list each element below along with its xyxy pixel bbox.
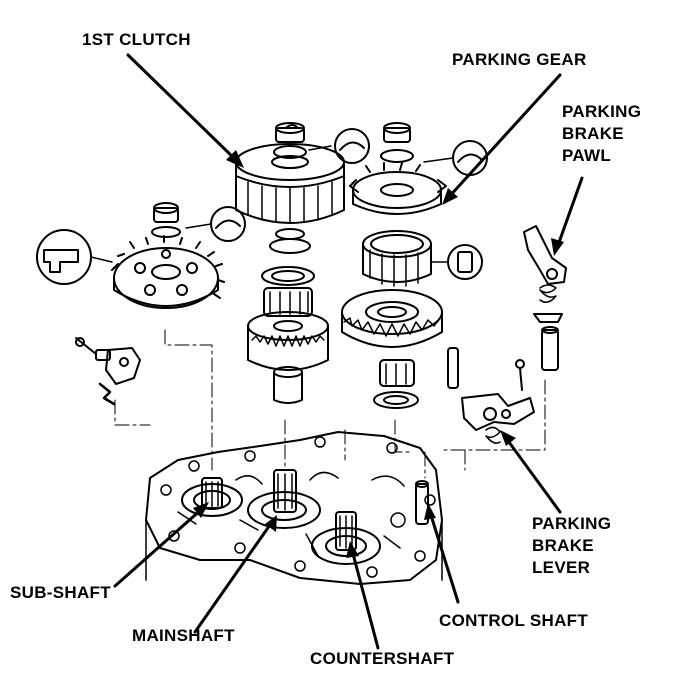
first-clutch-assembly bbox=[235, 122, 345, 404]
parking-gear-assembly bbox=[341, 122, 459, 409]
assembly-guides bbox=[114, 329, 546, 479]
label-parking-brake-lever: PARKING BRAKE LEVER bbox=[532, 514, 612, 577]
parking-brake-pawl bbox=[523, 225, 567, 371]
label-parking-brake-pawl: PARKING BRAKE PAWL bbox=[562, 102, 642, 165]
label-countershaft: COUNTERSHAFT bbox=[310, 649, 455, 668]
label-1st-clutch: 1ST CLUTCH bbox=[82, 30, 191, 49]
parking-brake-lever bbox=[461, 359, 535, 444]
label-mainshaft: MAINSHAFT bbox=[132, 626, 235, 645]
sub-shaft-gear-assembly bbox=[111, 202, 225, 309]
transmission-case bbox=[145, 431, 443, 585]
detent-assembly bbox=[75, 337, 141, 406]
detail-callouts bbox=[36, 128, 488, 285]
label-sub-shaft: SUB-SHAFT bbox=[10, 583, 111, 602]
label-control-shaft: CONTROL SHAFT bbox=[439, 611, 589, 630]
label-parking-gear: PARKING GEAR bbox=[452, 50, 587, 69]
